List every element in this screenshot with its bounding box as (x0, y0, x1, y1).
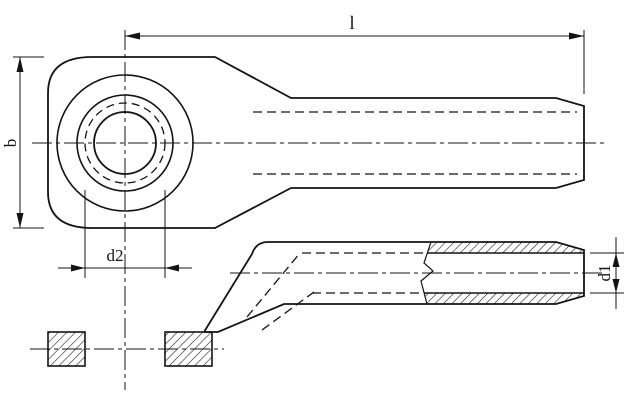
dim-b-arrow-bottom (16, 213, 24, 228)
bore-hidden-ramp-top (246, 252, 301, 318)
dimension-l (125, 30, 585, 94)
side-view-outline (203, 241, 585, 333)
bore-hidden-ramp-bottom (261, 291, 315, 331)
dim-d1-arrow-top (612, 253, 620, 267)
dimension-d2 (58, 190, 192, 278)
side-view (47, 241, 585, 367)
dim-d1-arrow-bottom (612, 279, 620, 293)
top-view-outline (47, 56, 585, 229)
dim-b-label: b (1, 139, 20, 148)
dim-d1-label: d1 (595, 265, 614, 282)
dimension-b (13, 56, 44, 229)
dim-d2-label: d2 (107, 246, 124, 265)
dim-l-arrow-right (569, 32, 584, 40)
centerlines (30, 30, 604, 390)
dim-d2-arrow-right (165, 264, 179, 272)
dim-d2-arrow-left (71, 264, 85, 272)
dim-l-arrow-left (125, 32, 140, 40)
barrel-wall-bottom-hatch (424, 293, 584, 304)
dim-l-label: l (349, 13, 354, 34)
dimension-d1 (590, 237, 624, 309)
break-line (420, 241, 434, 305)
dim-b-arrow-top (16, 57, 24, 72)
barrel-wall-top-hatch (427, 242, 584, 253)
